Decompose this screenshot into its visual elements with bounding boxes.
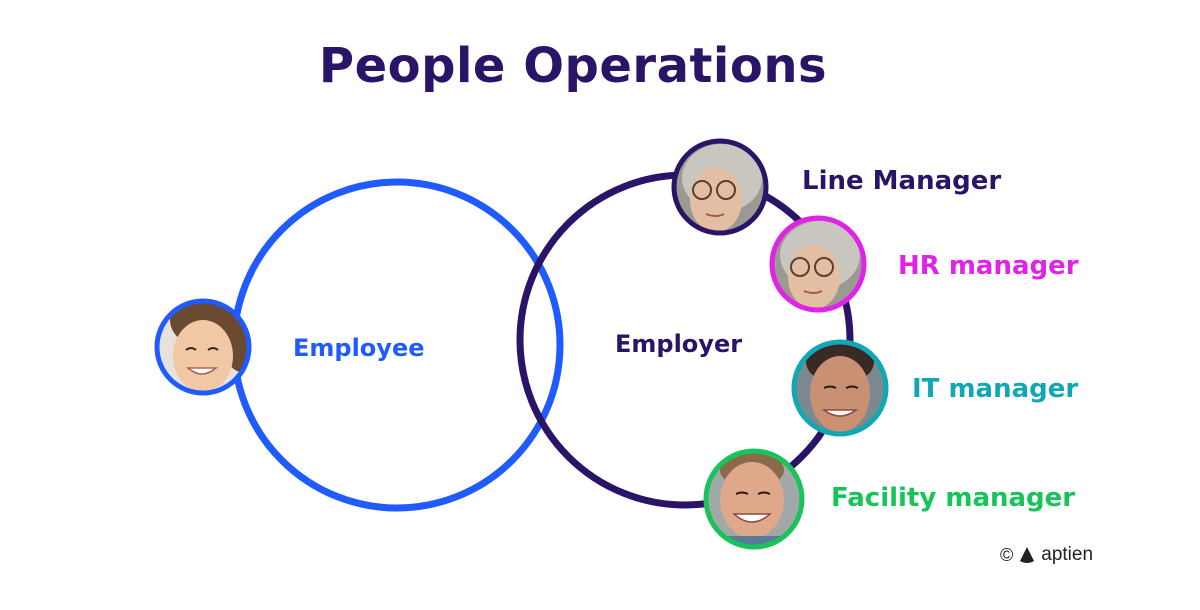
brand-name: aptien (1041, 544, 1094, 565)
line-manager-label: Line Manager (802, 166, 1002, 196)
it-manager-label: IT manager (912, 374, 1079, 404)
page-title: People Operations (318, 38, 828, 94)
line-manager-avatar (671, 138, 769, 236)
employee-avatar (154, 298, 252, 396)
hr-manager-label: HR manager (898, 251, 1079, 281)
facility-manager-avatar (703, 448, 805, 550)
it-manager-avatar (791, 339, 889, 437)
employer-label: Employer (615, 330, 743, 358)
footer-copyright: © aptien (1000, 544, 1093, 566)
facility-manager-label: Facility manager (831, 483, 1076, 513)
copyright-symbol: © (1000, 544, 1014, 565)
aptien-logo-icon (1020, 547, 1035, 563)
employee-label: Employee (293, 334, 425, 362)
hr-manager-avatar (769, 215, 867, 313)
